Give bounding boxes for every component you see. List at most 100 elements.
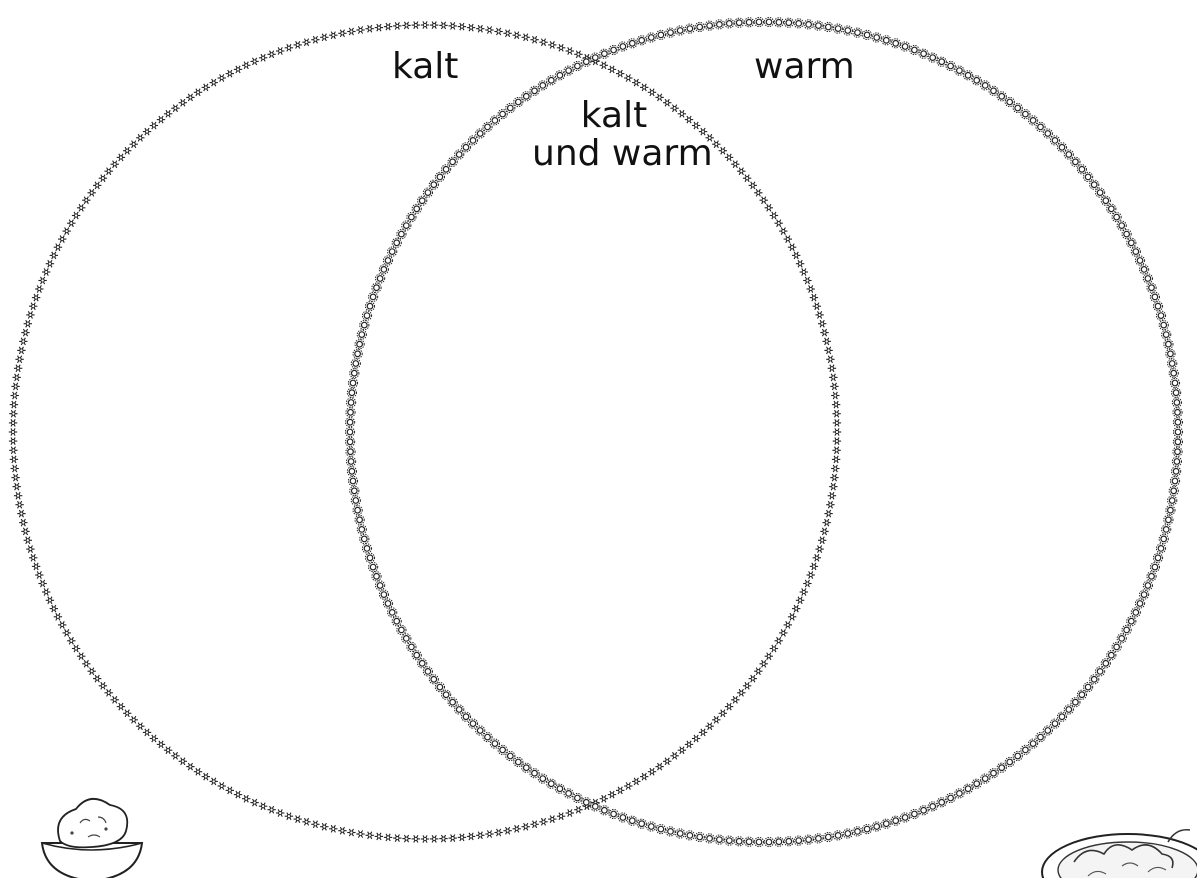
snowflake-icon	[366, 832, 374, 839]
snowflake-icon	[566, 47, 574, 54]
sun-icon	[745, 837, 754, 846]
sun-icon	[618, 42, 627, 51]
sun-icon	[1162, 525, 1171, 534]
snowflake-icon	[356, 830, 364, 837]
sun-icon	[448, 698, 457, 707]
snowflake-icon	[823, 519, 831, 526]
snowflake-icon	[88, 668, 96, 675]
sun-icon	[1127, 617, 1136, 626]
sun-icon	[351, 359, 360, 368]
snowflake-icon	[250, 58, 258, 65]
sun-icon	[372, 283, 381, 292]
snowflake-icon	[815, 546, 823, 553]
sun-icon	[1077, 690, 1086, 699]
label-cold: kalt	[392, 48, 458, 86]
snowflake-icon	[833, 428, 841, 435]
sun-icon	[346, 408, 355, 417]
snowflake-icon	[117, 154, 125, 161]
snowflake-icon	[803, 580, 811, 587]
snowflake-icon	[202, 84, 210, 91]
snowflake-icon	[302, 818, 310, 825]
sun-icon	[1166, 506, 1175, 515]
sun-icon	[882, 819, 891, 828]
snowflake-icon	[792, 252, 800, 259]
snowflake-icon	[719, 710, 727, 717]
snowflake-icon	[338, 827, 346, 834]
snowflake-icon	[67, 220, 75, 227]
snowflake-icon	[832, 456, 840, 463]
snowflake-icon	[93, 182, 101, 189]
snowflake-icon	[111, 161, 119, 168]
sun-icon	[1140, 265, 1149, 274]
snowflake-icon	[557, 813, 565, 820]
sun-icon	[609, 809, 618, 818]
sun-icon	[754, 17, 763, 26]
snowflake-icon	[9, 410, 17, 417]
sun-icon	[1127, 238, 1136, 247]
sun-icon	[981, 81, 990, 90]
sun-icon	[919, 49, 928, 58]
snowflake-icon	[194, 89, 202, 96]
snowflake-icon	[26, 546, 34, 553]
snowflake-icon	[430, 22, 438, 29]
sun-icon	[955, 789, 964, 798]
sun-icon	[1122, 230, 1131, 239]
sun-icon	[582, 57, 591, 66]
sun-icon	[1071, 698, 1080, 707]
snowflake-icon	[754, 189, 762, 196]
sun-icon	[365, 302, 374, 311]
snowflake-icon	[32, 563, 40, 570]
sun-icon	[1162, 330, 1171, 339]
snowflake-icon	[539, 818, 547, 825]
snowflake-icon	[779, 629, 787, 636]
snowflake-icon	[760, 197, 768, 204]
snowflake-icon	[130, 716, 138, 723]
sun-icon	[357, 525, 366, 534]
label-overlap-line-2: und warm	[532, 135, 696, 173]
sun-icon	[1122, 625, 1131, 634]
sun-icon	[764, 837, 773, 846]
snowflake-icon	[285, 44, 293, 51]
snowflake-icon	[9, 419, 17, 426]
sun-icon	[735, 18, 744, 27]
snowflake-icon	[485, 830, 493, 837]
cold-circle	[9, 21, 841, 842]
sun-icon	[637, 36, 646, 45]
sun-icon	[591, 802, 600, 811]
snowflake-icon	[54, 244, 62, 251]
snowflake-icon	[737, 168, 745, 175]
snowflake-icon	[393, 835, 401, 842]
sun-icon	[1172, 467, 1181, 476]
snowflake-icon	[670, 752, 678, 759]
snowflake-icon	[725, 703, 733, 710]
sun-icon	[1159, 321, 1168, 330]
sun-icon	[705, 21, 714, 30]
snowflake-icon	[796, 260, 804, 267]
snowflake-icon	[548, 816, 556, 823]
sun-icon	[360, 534, 369, 543]
snowflake-icon	[439, 22, 447, 29]
snowflake-icon	[130, 141, 138, 148]
sun-icon	[863, 30, 872, 39]
snowflake-icon	[828, 492, 836, 499]
snowflake-icon	[21, 528, 29, 535]
snowflake-icon	[770, 645, 778, 652]
snowflake-icon	[62, 629, 70, 636]
sun-icon	[989, 769, 998, 778]
sun-icon	[937, 798, 946, 807]
sun-icon	[774, 837, 783, 846]
snowflake-icon	[276, 809, 284, 816]
snowflake-icon	[82, 197, 90, 204]
sun-icon	[764, 17, 773, 26]
snowflake-icon	[242, 795, 250, 802]
sun-icon	[345, 427, 354, 436]
warm-circle	[345, 17, 1182, 846]
snowflake-icon	[226, 787, 234, 794]
snowflake-icon	[449, 22, 457, 29]
sun-icon	[1147, 283, 1156, 292]
sun-icon	[843, 829, 852, 838]
sun-icon	[1169, 486, 1178, 495]
sun-icon	[1084, 172, 1093, 181]
snowflake-icon	[467, 24, 475, 31]
sun-icon	[476, 726, 485, 735]
